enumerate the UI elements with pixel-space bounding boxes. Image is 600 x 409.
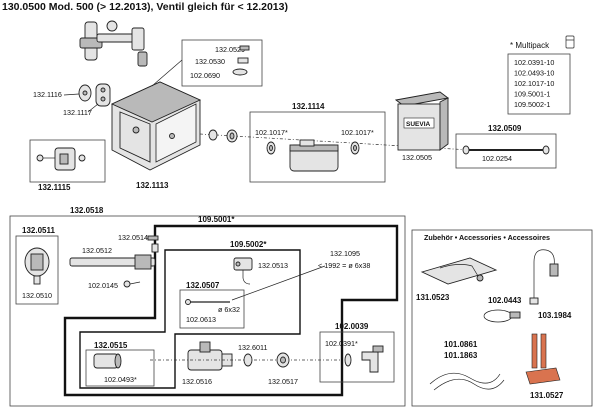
accessory-131-0527-shape[interactable] <box>525 333 561 385</box>
nut-132-0517[interactable] <box>276 352 290 368</box>
pin-102-0145[interactable] <box>123 280 141 288</box>
label-101-1863: 101.1863 <box>444 351 478 360</box>
label-132-0530: 132.0530 <box>195 57 225 66</box>
label-132-0509: 132.0509 <box>488 124 522 133</box>
valve-132-0511[interactable] <box>24 247 50 285</box>
label-132-1113: 132.1113 <box>136 181 169 190</box>
pin-132-0507[interactable] <box>185 299 231 305</box>
label-132-1115: 132.1115 <box>38 183 71 192</box>
label-109-5001: 109.5001* <box>198 215 235 224</box>
nut-132-6011[interactable] <box>243 353 253 367</box>
label-132-0511: 132.0511 <box>22 226 55 235</box>
part-132-1117-shape[interactable] <box>95 83 111 107</box>
label-132-0510: 132.0510 <box>22 291 52 300</box>
multipack-item: 109.5001-1 <box>514 90 550 99</box>
valve-assembly-top[interactable] <box>79 20 148 67</box>
washer-top[interactable] <box>208 129 238 143</box>
part-132-1116-shape[interactable] <box>78 84 92 102</box>
label-132-0507: 132.0507 <box>186 281 220 290</box>
multipack-item: 102.0391-10 <box>514 58 554 67</box>
label-102-0039: 102.0039 <box>335 322 369 331</box>
brand-label: SUEVIA <box>406 121 431 128</box>
accessory-102-0443-shape[interactable] <box>483 309 521 323</box>
lever-132-0513[interactable] <box>233 257 253 285</box>
label-132-0514: 132.0514 <box>118 233 148 242</box>
accessory-103-1984-shape[interactable] <box>529 249 559 305</box>
label-131-0527: 131.0527 <box>530 391 564 400</box>
housing-132-1113[interactable] <box>110 81 202 171</box>
label-102-0391: 102.0391* <box>325 339 358 348</box>
label-132-0513: 132.0513 <box>258 261 288 270</box>
valve-body-132-0516[interactable] <box>187 341 233 371</box>
label-102-0690: 102.0690 <box>190 71 220 80</box>
part-132-1115-shape[interactable] <box>36 147 86 171</box>
accessories-title: Zubehör • Accessories • Accessoires <box>424 233 550 242</box>
diagram-title: 130.0500 Mod. 500 (> 12.2013), Ventil gl… <box>2 1 288 13</box>
label-132-1114: 132.1114 <box>292 102 325 111</box>
label-6x32: ø 6x32 <box>218 305 240 314</box>
accessory-131-0523-shape[interactable] <box>420 257 498 285</box>
label-132-0512: 132.0512 <box>82 246 112 255</box>
label-132-1095: 132.1095 <box>330 249 360 258</box>
spring-132-0509[interactable] <box>462 145 550 155</box>
label-132-0516: 132.0516 <box>182 377 212 386</box>
multipack-title: * Multipack <box>510 41 550 50</box>
float-cup-132-1114[interactable] <box>289 139 339 172</box>
label-132-0505: 132.0505 <box>402 153 432 162</box>
label-102-1017-a: 102.1017* <box>255 128 288 137</box>
label-102-0443: 102.0443 <box>488 296 522 305</box>
screws-132-0529-shape[interactable] <box>232 45 250 76</box>
multipack-icon <box>565 35 575 49</box>
multipack-item: 102.0493-10 <box>514 69 554 78</box>
accessory-101-0861-shape[interactable] <box>429 372 505 391</box>
label-101-0861: 101.0861 <box>444 340 478 349</box>
label-103-1984: 103.1984 <box>538 311 572 320</box>
label-132-0517: 132.0517 <box>268 377 298 386</box>
rod-132-0512[interactable] <box>69 254 156 270</box>
multipack-item: 109.5002-1 <box>514 100 550 109</box>
grommet-left[interactable] <box>266 141 276 155</box>
label-132-0515: 132.0515 <box>94 341 128 350</box>
label-102-0493: 102.0493* <box>104 375 137 384</box>
label-132-1116: 132.1116 <box>33 90 62 99</box>
cover-132-0505[interactable] <box>394 91 450 151</box>
label-132-0518: 132.0518 <box>70 206 104 215</box>
label-1992-note: < 1992 = ø 6x38 <box>318 261 370 270</box>
screw-132-0514[interactable] <box>147 235 159 253</box>
elbow-102-0039[interactable] <box>344 345 384 373</box>
label-132-1117: 132.1117 <box>63 108 92 117</box>
label-102-1017-b: 102.1017* <box>341 128 374 137</box>
multipack-item: 102.1017-10 <box>514 79 554 88</box>
cylinder-132-0515[interactable] <box>93 353 122 369</box>
label-102-0254: 102.0254 <box>482 154 512 163</box>
grommet-right[interactable] <box>350 141 360 155</box>
label-132-6011: 132.6011 <box>238 343 267 352</box>
label-102-0145: 102.0145 <box>88 281 118 290</box>
label-131-0523: 131.0523 <box>416 293 450 302</box>
label-102-0613: 102.0613 <box>186 315 216 324</box>
label-109-5002: 109.5002* <box>230 240 267 249</box>
label-132-0529: 132.0529 <box>215 45 245 54</box>
